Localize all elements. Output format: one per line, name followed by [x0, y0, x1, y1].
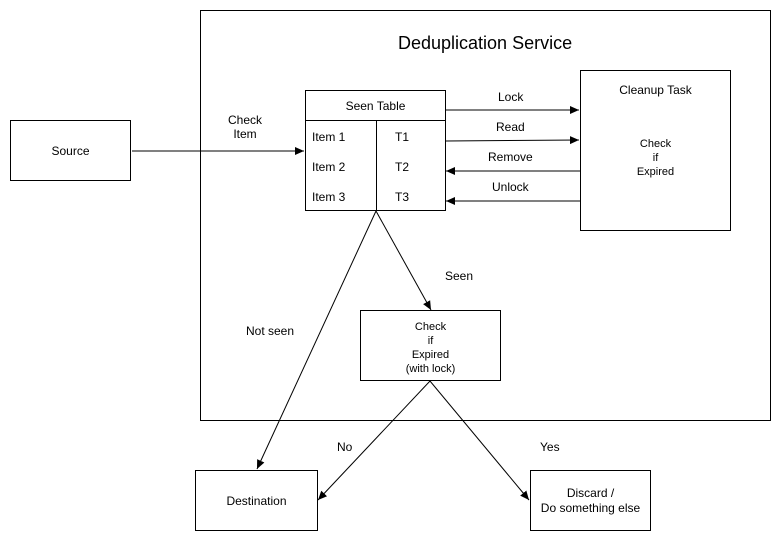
edge-label-unlock: Unlock	[492, 180, 529, 194]
table-cell-item: Item 2	[312, 160, 346, 174]
edge-label-no: No	[337, 440, 353, 454]
table-cell-time: T1	[395, 130, 410, 144]
cleanup-title: Cleanup Task	[619, 83, 692, 97]
edge-label-not-seen: Not seen	[246, 324, 295, 338]
table-cell-item: Item 3	[312, 190, 346, 204]
destination-label: Destination	[226, 493, 287, 508]
table-cell-item: Item 1	[312, 130, 346, 144]
seen-table: Seen Table Item 1 T1 Item 2 T2 Item 3 T3	[305, 90, 446, 211]
check-expired-node: Check if Expired (with lock)	[360, 310, 501, 381]
edge-label-seen: Seen	[445, 269, 474, 283]
edge-label-read: Read	[496, 120, 525, 134]
seen-table-title: Seen Table	[345, 98, 406, 113]
table-cell-time: T2	[395, 160, 410, 174]
discard-node: Discard / Do something else	[530, 470, 651, 531]
service-title: Deduplication Service	[398, 33, 573, 53]
cleanup-task: Cleanup Task Check if Expired	[580, 70, 731, 231]
edge-label-remove: Remove	[488, 150, 533, 164]
source-label: Source	[51, 143, 90, 158]
table-cell-time: T3	[395, 190, 410, 204]
cleanup-body: Check if Expired	[636, 138, 675, 178]
source-node: Source	[10, 120, 131, 181]
seen-table-header: Seen Table	[306, 91, 445, 121]
check-expired-body: Check if Expired (with lock)	[405, 321, 456, 375]
edge-label-yes: Yes	[540, 440, 560, 454]
check-item-label: Check Item	[227, 113, 262, 141]
edge-label-lock: Lock	[498, 90, 524, 104]
seen-table-divider	[376, 120, 377, 210]
destination-node: Destination	[195, 470, 318, 531]
service-container	[200, 10, 771, 421]
discard-label: Discard / Do something else	[540, 485, 641, 515]
